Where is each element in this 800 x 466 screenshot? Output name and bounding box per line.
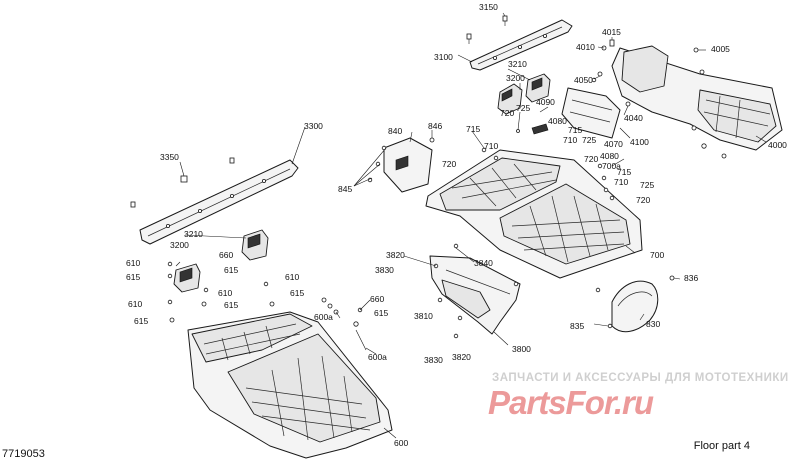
callout-830: 830 bbox=[646, 319, 660, 329]
callout-4000: 4000 bbox=[768, 140, 787, 150]
leader-lines bbox=[175, 12, 767, 439]
callout-3210-lower: 3210 bbox=[184, 229, 203, 239]
callout-725-mid: 725 bbox=[582, 135, 596, 145]
callout-720-left: 720 bbox=[442, 159, 456, 169]
callout-4005: 4005 bbox=[711, 44, 730, 54]
callout-610-a: 610 bbox=[126, 258, 140, 268]
callout-610-b: 610 bbox=[285, 272, 299, 282]
bolt-836[interactable] bbox=[669, 275, 675, 281]
callout-720-mid: 720 bbox=[584, 154, 598, 164]
fasteners-710-725[interactable] bbox=[481, 147, 615, 201]
callout-3820-bottom: 3820 bbox=[452, 352, 471, 362]
callout-660-left: 660 bbox=[219, 250, 233, 260]
callout-836: 836 bbox=[684, 273, 698, 283]
bolt-846[interactable] bbox=[429, 137, 435, 143]
callout-615-a: 615 bbox=[224, 265, 238, 275]
callout-725-upper: 725 bbox=[516, 103, 530, 113]
bolt-4000[interactable] bbox=[691, 125, 727, 159]
callout-600a-right: 600a bbox=[368, 352, 387, 362]
callout-4015: 4015 bbox=[602, 27, 621, 37]
callout-4010: 4010 bbox=[576, 42, 595, 52]
callout-3830-top: 3830 bbox=[375, 265, 394, 275]
callout-4080-mid: 4080 bbox=[600, 151, 619, 161]
part-3800-guard[interactable] bbox=[429, 255, 521, 335]
callout-615-c: 615 bbox=[290, 288, 304, 298]
callout-715-upper: 715 bbox=[568, 125, 582, 135]
watermark-brand: PartsFor.ru bbox=[488, 384, 654, 421]
callout-3100: 3100 bbox=[434, 52, 453, 62]
callout-720-upper: 720 bbox=[500, 108, 514, 118]
callout-3830-bottom: 3830 bbox=[424, 355, 443, 365]
callout-700a: 700a bbox=[602, 161, 621, 171]
bolt-4040[interactable] bbox=[625, 101, 631, 107]
bolts-610-615[interactable] bbox=[167, 261, 275, 323]
fasteners-600a[interactable] bbox=[321, 297, 367, 351]
callout-610-d: 610 bbox=[128, 299, 142, 309]
callout-600: 600 bbox=[394, 438, 408, 448]
bolt-3350[interactable] bbox=[180, 157, 235, 183]
callout-846: 846 bbox=[428, 121, 442, 131]
part-4100-panel[interactable] bbox=[561, 87, 621, 139]
callout-660-right: 660 bbox=[370, 294, 384, 304]
callout-3810: 3810 bbox=[414, 311, 433, 321]
callout-3150: 3150 bbox=[479, 2, 498, 12]
part-600-floor[interactable] bbox=[187, 311, 393, 459]
bolt-3100-left[interactable] bbox=[466, 33, 472, 44]
callout-615-f: 615 bbox=[374, 308, 388, 318]
bolts-3810-3840[interactable] bbox=[433, 243, 519, 339]
callout-720-right: 720 bbox=[636, 195, 650, 205]
bolt-3150[interactable] bbox=[502, 15, 508, 26]
callout-3210-upper: 3210 bbox=[508, 59, 527, 69]
diagram-title: Floor part 4 bbox=[693, 440, 750, 452]
bolt-835[interactable] bbox=[595, 287, 613, 329]
callout-4040: 4040 bbox=[624, 113, 643, 123]
part-3100-bar[interactable] bbox=[469, 19, 573, 71]
callout-3800: 3800 bbox=[512, 344, 531, 354]
callout-715-right: 715 bbox=[617, 167, 631, 177]
callout-710-right: 710 bbox=[614, 177, 628, 187]
part-700-floor[interactable] bbox=[425, 149, 643, 279]
bracket-4080[interactable] bbox=[531, 123, 549, 135]
callout-3840: 3840 bbox=[474, 258, 493, 268]
bolt-4050[interactable] bbox=[591, 71, 603, 83]
callout-4090: 4090 bbox=[536, 97, 555, 107]
callout-4100: 4100 bbox=[630, 137, 649, 147]
callout-3200-upper: 3200 bbox=[506, 73, 525, 83]
callout-715-left: 715 bbox=[466, 124, 480, 134]
callout-4070: 4070 bbox=[604, 139, 623, 149]
callout-3350: 3350 bbox=[160, 152, 179, 162]
part-840-bracket[interactable] bbox=[383, 137, 433, 193]
callout-840: 840 bbox=[388, 126, 402, 136]
part-830-skid[interactable] bbox=[611, 280, 659, 333]
part-4000-assembly[interactable] bbox=[611, 45, 783, 151]
rod-720[interactable] bbox=[516, 111, 521, 133]
callout-610-c: 610 bbox=[218, 288, 232, 298]
part-3300-bar[interactable] bbox=[139, 159, 299, 245]
callout-4080-upper: 4080 bbox=[548, 116, 567, 126]
callout-3820-top: 3820 bbox=[386, 250, 405, 260]
part-3200-lower[interactable] bbox=[173, 229, 269, 293]
diagram-id-code: 7719053 bbox=[2, 448, 45, 460]
callout-700: 700 bbox=[650, 250, 664, 260]
callout-845: 845 bbox=[338, 184, 352, 194]
callout-615-b: 615 bbox=[126, 272, 140, 282]
callout-3300: 3300 bbox=[304, 121, 323, 131]
bolt-4015[interactable] bbox=[609, 39, 615, 47]
callout-710-left: 710 bbox=[484, 141, 498, 151]
callout-labels: 3150 3100 3210 3200 4015 4010 4005 4050 … bbox=[126, 2, 787, 448]
callout-615-d: 615 bbox=[224, 300, 238, 310]
callout-710-upper: 710 bbox=[563, 135, 577, 145]
callout-3200-lower: 3200 bbox=[170, 240, 189, 250]
callout-600a-left: 600a bbox=[314, 312, 333, 322]
bolt-3300-left[interactable] bbox=[130, 201, 136, 208]
part-3200-upper[interactable] bbox=[497, 73, 551, 115]
callout-615-e: 615 bbox=[134, 316, 148, 326]
callout-725-right: 725 bbox=[640, 180, 654, 190]
callout-4050: 4050 bbox=[574, 75, 593, 85]
watermark-tagline: ЗАПЧАСТИ И АКСЕССУАРЫ ДЛЯ МОТОТЕХНИКИ bbox=[492, 372, 789, 384]
callout-835: 835 bbox=[570, 321, 584, 331]
